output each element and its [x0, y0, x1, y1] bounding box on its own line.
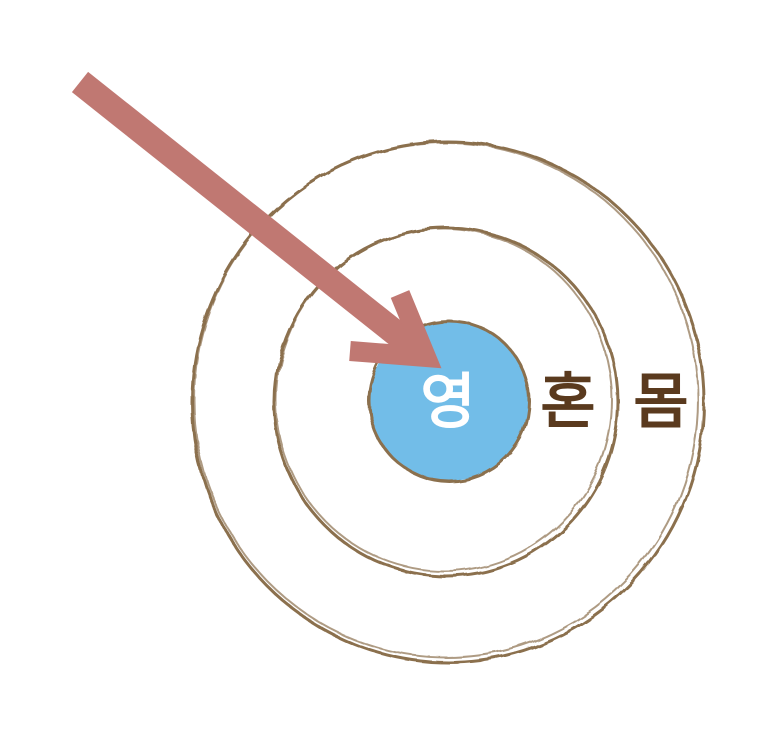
- middle-ring-stroke-b: [275, 228, 613, 572]
- middle-ring-stroke-a: [272, 226, 620, 578]
- arrow-head: [349, 290, 442, 369]
- outer-ring-stroke-a: [190, 140, 706, 664]
- label-body: 몸: [633, 368, 688, 438]
- arrow-shaft: [71, 71, 431, 365]
- arrow: [71, 71, 442, 369]
- outer-ring-body: [190, 140, 706, 664]
- label-spirit: 영: [420, 368, 475, 438]
- label-soul: 혼: [540, 368, 595, 438]
- middle-ring-soul: [272, 226, 620, 578]
- core-outline: [367, 319, 531, 483]
- outer-ring-stroke-b: [193, 142, 699, 658]
